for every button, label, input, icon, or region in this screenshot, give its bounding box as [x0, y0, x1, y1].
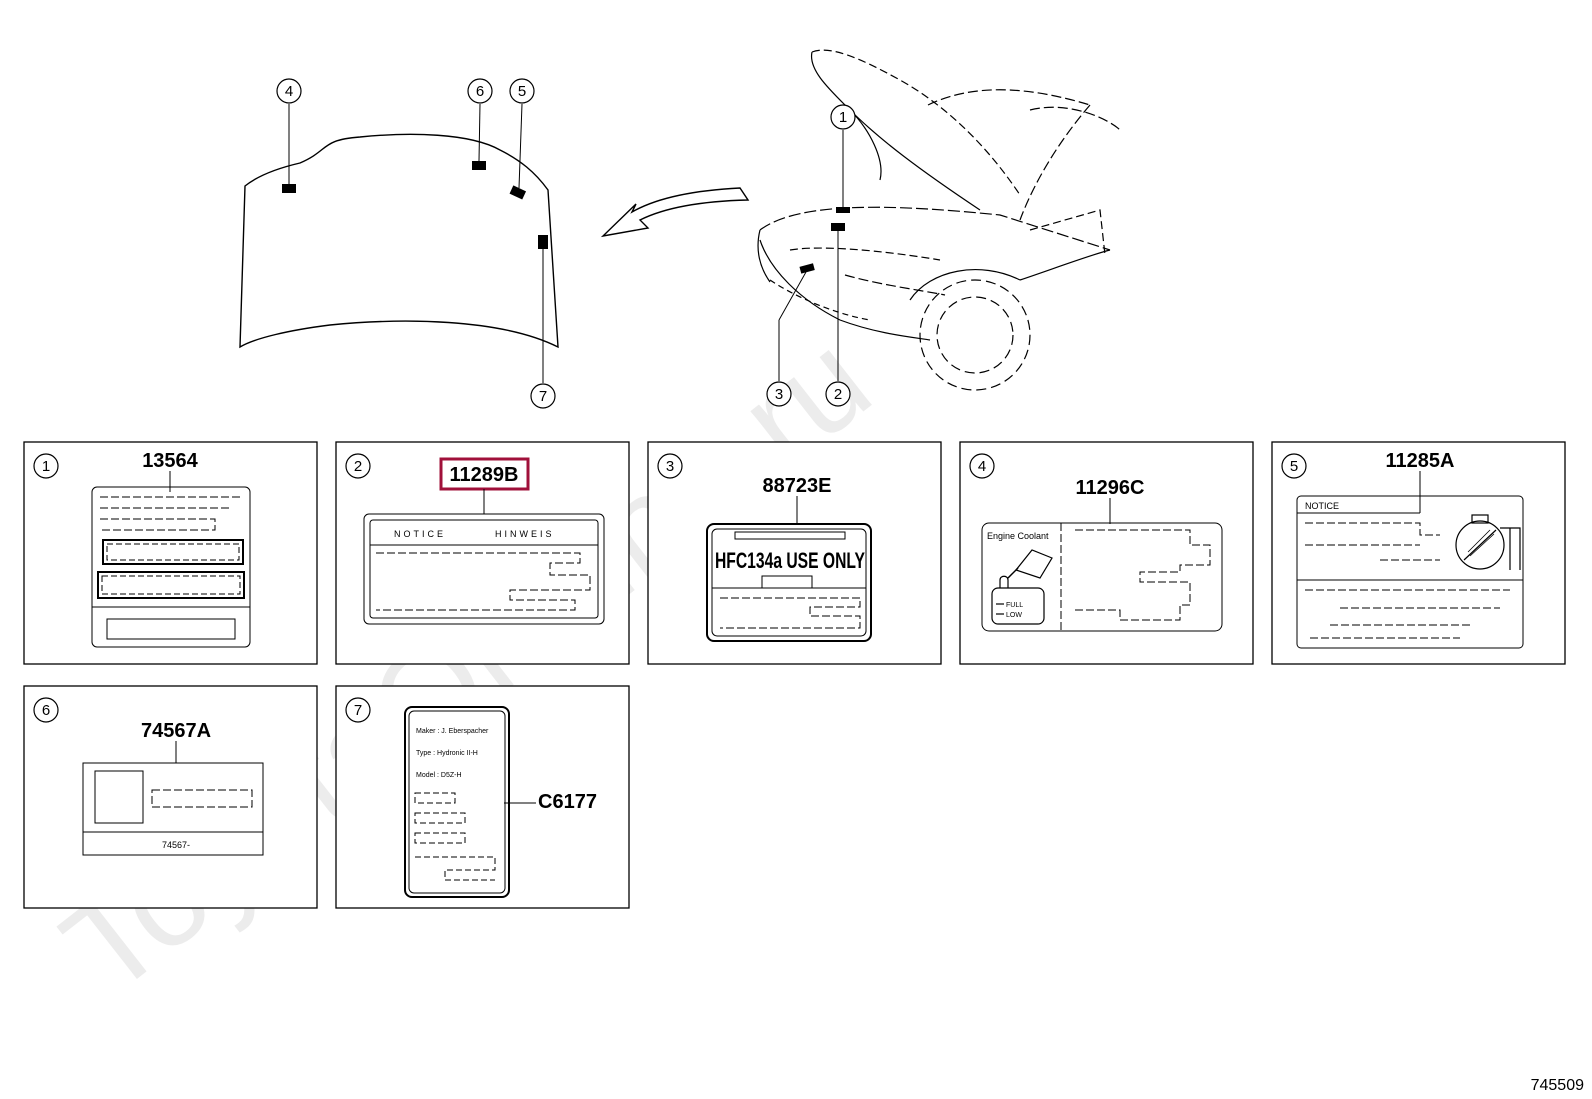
panel-6[interactable]: 6 74567A 74567- [23, 685, 318, 909]
panel-6-index: 6 [42, 702, 50, 719]
panel-2-part-number[interactable]: 11289B [450, 464, 519, 486]
panel-2[interactable]: 2 11289B NOTICE HINWEIS [335, 441, 630, 665]
hood-label-marker-5 [509, 185, 527, 200]
hood-leader-lines [288, 103, 544, 383]
svg-text:5: 5 [518, 83, 526, 100]
panel-7-index-circle [345, 697, 371, 723]
panel-7[interactable]: 7 C6177 Maker : J. Eberspacher Type : Hy… [335, 685, 630, 909]
panel-5-index-circle [1281, 453, 1307, 479]
panel-4[interactable]: 4 11296C Engine Coolant FULL LOW [959, 441, 1254, 665]
panel-5-label-art [1296, 495, 1524, 649]
panel-4-part-number[interactable]: 11296C [1076, 477, 1145, 499]
panel-3-part-number[interactable]: 88723E [763, 475, 832, 497]
panel-7-model: Model : D5Z-H [416, 772, 462, 779]
panel-7-type: Type : Hydronic II-H [416, 750, 478, 757]
panel-4-title: Engine Coolant [987, 531, 1049, 541]
svg-text:3: 3 [775, 386, 783, 403]
panel-1-label-art [91, 486, 251, 648]
panel-6-part-number[interactable]: 74567A [141, 720, 211, 742]
car-label-marker-2 [831, 223, 845, 231]
panel-1-index-circle [33, 453, 59, 479]
hood-label-marker-6 [472, 161, 486, 170]
panel-4-index: 4 [978, 458, 986, 475]
panel-2-label-art [363, 513, 605, 625]
panel-3-refrigerant-text: HFC134a USE ONLY [715, 548, 865, 573]
callout-5: 5 [509, 78, 535, 104]
car-drawing [757, 49, 1121, 391]
panel-2-index-circle [345, 453, 371, 479]
svg-text:4: 4 [285, 83, 293, 100]
panel-3-index: 3 [666, 458, 674, 475]
panel-2-notice: NOTICE [394, 529, 446, 539]
car-label-marker-3 [799, 263, 815, 274]
svg-text:6: 6 [476, 83, 484, 100]
panel-1-index: 1 [42, 458, 50, 475]
panel-7-index: 7 [354, 702, 362, 719]
hood-label-marker-4 [282, 184, 296, 193]
svg-text:7: 7 [539, 388, 547, 405]
callout-4: 4 [276, 78, 302, 104]
panel-4-low-mark: LOW [1006, 612, 1022, 619]
coolant-bottle-icon [991, 549, 1053, 625]
panel-1[interactable]: 1 13564 [23, 441, 318, 665]
callout-3: 3 [766, 381, 792, 407]
car-label-marker-1 [836, 207, 850, 213]
panel-2-hinweis: HINWEIS [495, 529, 555, 539]
hood-label-marker-7 [538, 235, 548, 249]
car-leader-lines [778, 130, 844, 381]
panel-6-label-text: 74567- [162, 840, 190, 850]
panel-4-label-art [981, 522, 1223, 632]
callout-2: 2 [825, 381, 851, 407]
panel-4-full-mark: FULL [1006, 602, 1023, 609]
panel-4-index-circle [969, 453, 995, 479]
panel-6-label-art [82, 762, 264, 856]
panel-5-notice: NOTICE [1305, 501, 1339, 511]
panel-2-index: 2 [354, 458, 362, 475]
panel-7-maker: Maker : J. Eberspacher [416, 728, 489, 735]
diagram-code: 745509 [1531, 1077, 1584, 1094]
direction-arrow [600, 187, 750, 238]
panel-3-label-art [706, 523, 872, 642]
panel-3[interactable]: 3 88723E HFC134a USE ONLY [647, 441, 942, 665]
panel-6-index-circle [33, 697, 59, 723]
callout-6: 6 [467, 78, 493, 104]
panel-5[interactable]: 5 11285A NOTICE [1271, 441, 1566, 665]
panel-1-part-number[interactable]: 13564 [142, 450, 198, 472]
panel-7-label-art [404, 706, 510, 898]
callout-7: 7 [530, 383, 556, 409]
radiator-cap-icon [1455, 514, 1521, 570]
svg-text:1: 1 [839, 109, 847, 126]
panel-3-index-circle [657, 453, 683, 479]
panel-5-part-number[interactable]: 11285A [1386, 450, 1455, 472]
callout-1: 1 [830, 104, 856, 130]
svg-text:2: 2 [834, 386, 842, 403]
panel-7-part-number[interactable]: C6177 [538, 791, 597, 813]
panel-5-index: 5 [1290, 458, 1298, 475]
hood-drawing [239, 133, 559, 349]
